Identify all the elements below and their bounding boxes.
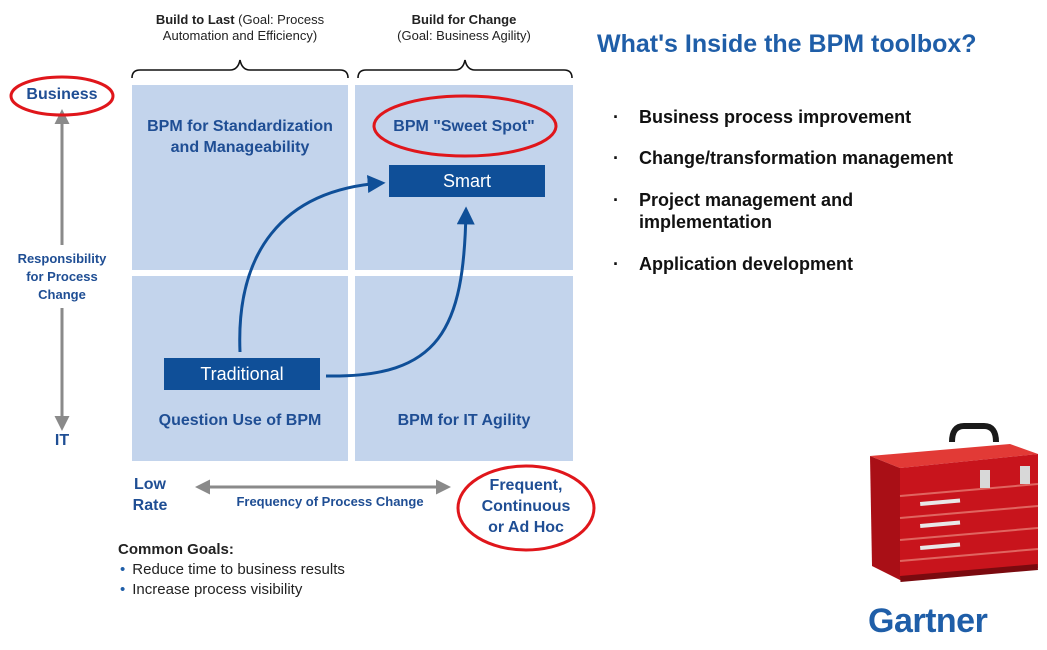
- header-build-for-change: Build for Change (Goal: Business Agility…: [354, 12, 574, 44]
- x-axis-right-label: Frequent, Continuous or Ad Hoc: [458, 475, 594, 538]
- highlight-business: [9, 75, 115, 117]
- toolbox-image: [870, 423, 1039, 582]
- page-title: What's Inside the BPM toolbox?: [597, 30, 977, 58]
- header-left-line2: Automation and Efficiency): [162, 28, 318, 43]
- common-goals-heading: Common Goals:: [118, 541, 234, 558]
- quadrant-label-line2: and Manageability: [170, 139, 310, 156]
- highlight-frequent: [456, 464, 596, 552]
- header-left-rest: (Goal: Process: [234, 12, 325, 27]
- bullet-text: implementation: [639, 212, 773, 232]
- x-axis-right-line1: Frequent,: [489, 477, 563, 494]
- y-axis-top-label: Business: [26, 86, 98, 103]
- header-right-bold: Build for Change: [411, 12, 517, 27]
- common-goals: Common Goals: •Reduce time to business r…: [118, 540, 438, 600]
- quadrant-label-question-use: Question Use of BPM: [158, 412, 322, 429]
- quadrant-label-sweet-spot: BPM "Sweet Spot": [393, 118, 535, 135]
- gartner-logo: Gartner: [868, 602, 988, 641]
- y-axis-title: Responsibility for Process Change: [4, 250, 120, 304]
- smart-box: Smart: [389, 165, 545, 197]
- header-build-to-last: Build to Last (Goal: Process Automation …: [128, 12, 352, 44]
- diagram-overlay: [9, 75, 596, 552]
- quadrant-label-line1: BPM for Standardization: [147, 118, 333, 135]
- x-axis-left-line1: Low: [134, 476, 166, 493]
- y-axis-bottom-label: IT: [54, 432, 70, 449]
- x-axis-left-line2: Rate: [132, 497, 168, 514]
- common-goals-item-text: Increase process visibility: [132, 581, 303, 598]
- gartner-logo-text: Gartner: [868, 602, 988, 640]
- bullet-item: · Project management and implementation: [613, 190, 854, 232]
- bullet-text: Application development: [639, 254, 854, 274]
- x-axis-left-label: Low Rate: [118, 474, 182, 516]
- common-goals-item-text: Reduce time to business results: [132, 561, 345, 578]
- common-goals-item: •Reduce time to business results: [120, 561, 345, 578]
- x-axis-title: Frequency of Process Change: [236, 494, 424, 509]
- header-right-line2: (Goal: Business Agility): [397, 28, 531, 43]
- x-axis-right-line2: Continuous: [481, 498, 571, 515]
- arrow-traditional-to-smart-horizontal: [325, 206, 475, 378]
- header-left-bold: Build to Last: [155, 12, 235, 27]
- y-axis-title-line1: Responsibility: [17, 251, 107, 266]
- y-axis-title-line2: for Process: [26, 269, 98, 284]
- quadrant-top-left: [132, 85, 348, 270]
- traditional-box: Traditional: [164, 358, 320, 390]
- quadrant-label-it-agility: BPM for IT Agility: [397, 412, 531, 429]
- arrow-traditional-to-smart-vertical: [238, 175, 386, 353]
- highlight-sweet-spot: [372, 94, 558, 158]
- bullet-text: Project management and: [639, 190, 854, 210]
- bullet-text: Change/transformation management: [639, 148, 954, 168]
- y-axis-title-line3: Change: [38, 287, 86, 302]
- bullet-text: Business process improvement: [639, 107, 912, 127]
- quadrant-label-standardization: BPM for Standardization and Manageabilit…: [132, 116, 348, 158]
- header-braces: [131, 59, 573, 79]
- x-axis-right-line3: or Ad Hoc: [488, 519, 564, 536]
- common-goals-item: •Increase process visibility: [120, 581, 303, 598]
